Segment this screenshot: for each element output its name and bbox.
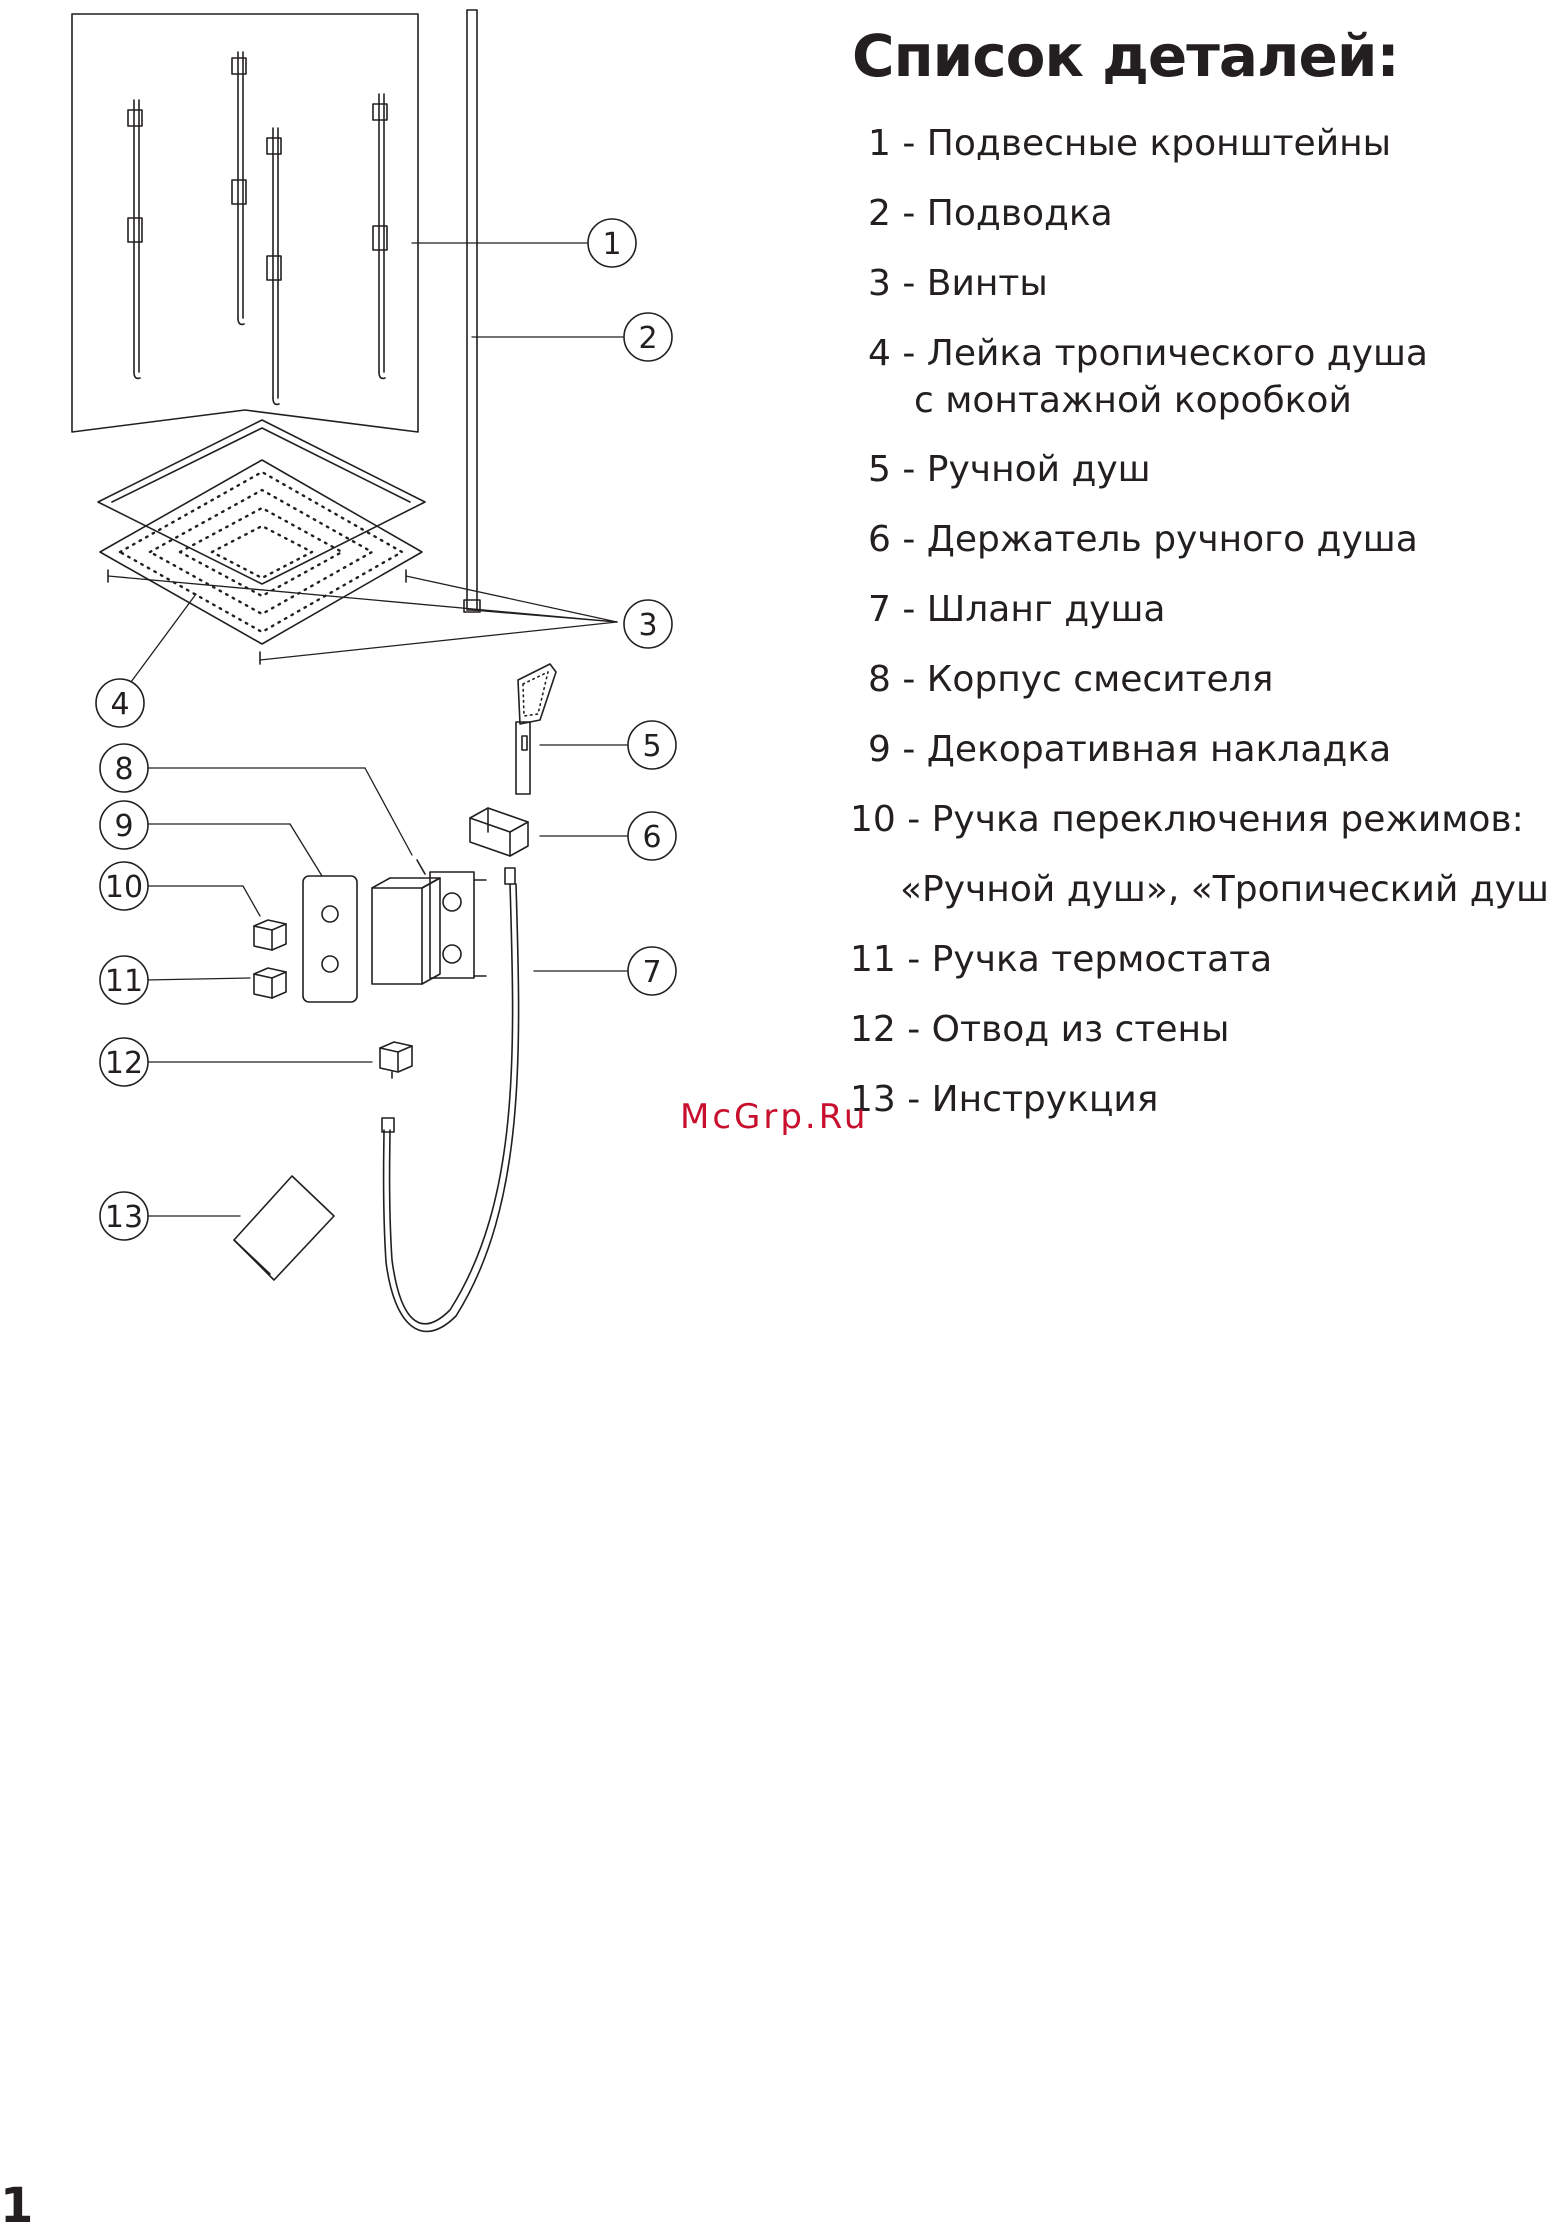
callout-3: 3 <box>638 608 657 643</box>
part-item-10-continuation: «Ручной душ», «Тропический душ» <box>900 869 1548 910</box>
instruction-booklet-drawing <box>233 1175 335 1281</box>
callout-4: 4 <box>110 687 129 722</box>
watermark: McGrp.Ru <box>680 1097 869 1137</box>
part-item-7: 7 - Шланг душа <box>868 589 1166 630</box>
callout-5: 5 <box>642 729 661 764</box>
callout-1: 1 <box>602 227 621 262</box>
leader-lines <box>107 242 629 1217</box>
part-item-3: 3 - Винты <box>868 263 1048 304</box>
part-item-12: 12 - Отвод из стены <box>850 1009 1230 1050</box>
part-item-2: 2 - Подводка <box>868 193 1113 234</box>
hand-shower-drawing <box>515 663 557 795</box>
parts-list-title: Список деталей: <box>852 22 1400 90</box>
cover-plate-drawing <box>302 875 358 1003</box>
hand-shower-holder-drawing <box>469 807 529 857</box>
screws-drawing <box>107 569 407 665</box>
rain-shower-head-drawing <box>97 419 426 645</box>
callout-6: 6 <box>642 820 661 855</box>
part-item-1: 1 - Подвесные кронштейны <box>868 123 1392 164</box>
callout-numbers: 1 2 3 4 5 6 7 8 9 10 11 12 13 <box>105 227 662 1235</box>
mode-switch-handle-drawing <box>253 919 287 951</box>
callout-13: 13 <box>105 1200 143 1235</box>
thermostat-handle-drawing <box>253 967 287 999</box>
supply-pipe-drawing <box>463 9 481 613</box>
callout-11: 11 <box>105 964 143 999</box>
callout-8: 8 <box>114 752 133 787</box>
page-number: 1 <box>0 2178 34 2234</box>
part-item-4-continuation: с монтажной коробкой <box>914 380 1352 421</box>
mixer-body-drawing <box>371 859 487 985</box>
callout-7: 7 <box>642 955 661 990</box>
exploded-parts-diagram: 1 2 3 4 5 6 7 8 9 10 11 12 13 <box>71 9 677 1333</box>
part-item-8: 8 - Корпус смесителя <box>868 659 1274 700</box>
ceiling-panel-drawing <box>71 13 419 433</box>
part-item-5: 5 - Ручной душ <box>868 449 1151 490</box>
part-item-9: 9 - Декоративная накладка <box>868 729 1392 770</box>
part-item-6: 6 - Держатель ручного душа <box>868 519 1418 560</box>
callout-12: 12 <box>105 1046 143 1081</box>
part-item-10: 10 - Ручка переключения режимов: <box>850 799 1524 840</box>
part-item-13: 13 - Инструкция <box>850 1079 1159 1120</box>
callout-10: 10 <box>105 870 143 905</box>
shower-hose-drawing <box>381 867 520 1333</box>
callout-9: 9 <box>114 809 133 844</box>
suspension-bracket-drawing <box>127 99 143 380</box>
wall-outlet-drawing <box>379 1041 413 1079</box>
callout-circles <box>95 218 677 1241</box>
part-item-11: 11 - Ручка термостата <box>850 939 1273 980</box>
part-item-4: 4 - Лейка тропического душа <box>868 333 1428 374</box>
callout-2: 2 <box>638 321 657 356</box>
